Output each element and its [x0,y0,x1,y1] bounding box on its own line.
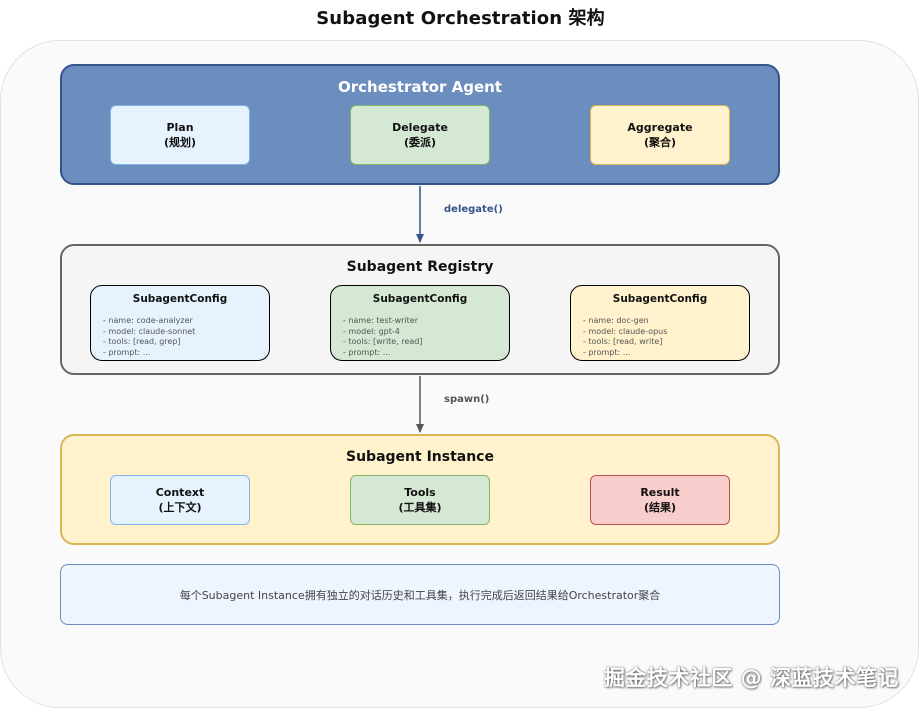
spawn-connector-label: spawn() [444,394,490,405]
description-note: 每个Subagent Instance拥有独立的对话历史和工具集，执行完成后返回… [60,564,780,625]
tools-box: Tools (工具集) [350,475,490,525]
tools-sublabel: (工具集) [398,501,442,514]
delegate-sublabel: (委派) [403,136,437,149]
tools-label: Tools [404,486,436,499]
config-field-prompt: - prompt: ... [103,347,151,357]
config-field-model: - model: gpt-4 [343,326,400,336]
result-box: Result (结果) [590,475,730,525]
diagram-title: Subagent Orchestration 架构 [316,8,605,29]
plan-label: Plan [166,121,194,134]
result-sublabel: (结果) [643,501,677,514]
config-title: SubagentConfig [132,293,228,305]
config-field-prompt: - prompt: ... [583,347,631,357]
config-field-tools: - tools: [write, read] [343,337,423,346]
context-box: Context (上下文) [110,475,250,525]
config-field-name: - name: test-writer [343,316,419,325]
config-fields: - name: doc-gen - model: claude-opus - t… [583,316,667,358]
plan-sublabel: (规划) [163,136,197,149]
registry-title: Subagent Registry [346,259,494,275]
aggregate-label: Aggregate [627,121,693,134]
config-title: SubagentConfig [612,293,708,305]
orchestrator-title: Orchestrator Agent [338,78,502,96]
instance-title: Subagent Instance [346,449,494,465]
config-field-tools: - tools: [read, grep] [103,337,181,346]
config-field-model: - model: claude-opus [583,326,668,336]
subagent-config-code-analyzer: SubagentConfig - name: code-analyzer - m… [90,285,270,361]
context-label: Context [155,486,205,499]
config-field-name: - name: doc-gen [583,316,649,325]
config-fields: - name: code-analyzer - model: claude-so… [103,316,195,358]
delegate-box: Delegate (委派) [350,105,490,165]
note-text: 每个Subagent Instance拥有独立的对话历史和工具集，执行完成后返回… [179,588,661,602]
config-field-name: - name: code-analyzer [103,316,193,325]
delegate-label: Delegate [392,121,448,134]
watermark: 掘金技术社区 @ 深蓝技术笔记 [603,666,899,690]
subagent-config-doc-gen: SubagentConfig - name: doc-gen - model: … [570,285,750,361]
delegate-connector-label: delegate() [444,204,503,215]
aggregate-box: Aggregate (聚合) [590,105,730,165]
aggregate-sublabel: (聚合) [643,136,677,149]
config-fields: - name: test-writer - model: gpt-4 - too… [343,316,422,358]
config-field-model: - model: claude-sonnet [103,326,196,336]
config-title: SubagentConfig [372,293,468,305]
subagent-config-test-writer: SubagentConfig - name: test-writer - mod… [330,285,510,361]
plan-box: Plan (规划) [110,105,250,165]
config-field-tools: - tools: [read, write] [583,337,663,346]
result-label: Result [640,486,680,499]
config-field-prompt: - prompt: ... [343,347,391,357]
context-sublabel: (上下文) [158,501,202,514]
